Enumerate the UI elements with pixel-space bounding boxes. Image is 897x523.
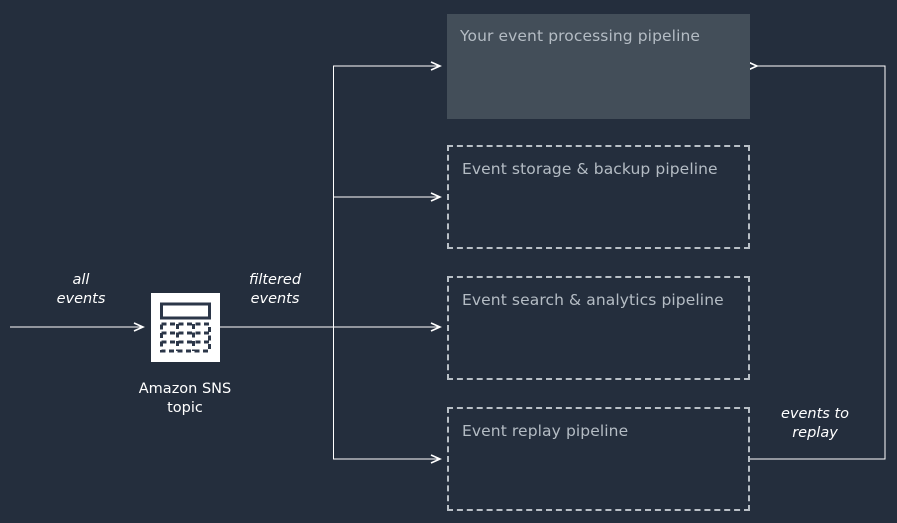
pipeline-label-event-replay: Event replay pipeline: [462, 422, 629, 440]
pipeline-box-event-search-analytics[interactable]: Event search & analytics pipeline: [447, 276, 750, 380]
pipeline-label-your-event-processing: Your event processing pipeline: [460, 27, 701, 45]
pipeline-box-event-replay[interactable]: Event replay pipeline: [447, 407, 750, 511]
amazon-sns-topic-label: Amazon SNS topic: [138, 381, 232, 416]
pipeline-label-event-search-analytics: Event search & analytics pipeline: [462, 291, 724, 309]
pipeline-box-event-storage-backup[interactable]: Event storage & backup pipeline: [447, 145, 750, 249]
annotation-filtered-events: filtered events: [248, 272, 302, 307]
annotation-events-to-replay: events to replay: [780, 406, 850, 441]
amazon-sns-topic-icon: [151, 293, 220, 362]
edge-event-replay-to-your-event-processing: [747, 61, 886, 460]
pipeline-box-your-event-processing[interactable]: Your event processing pipeline: [447, 14, 750, 119]
annotation-all-events: all events: [56, 272, 106, 307]
pipeline-label-event-storage-backup: Event storage & backup pipeline: [462, 160, 718, 178]
